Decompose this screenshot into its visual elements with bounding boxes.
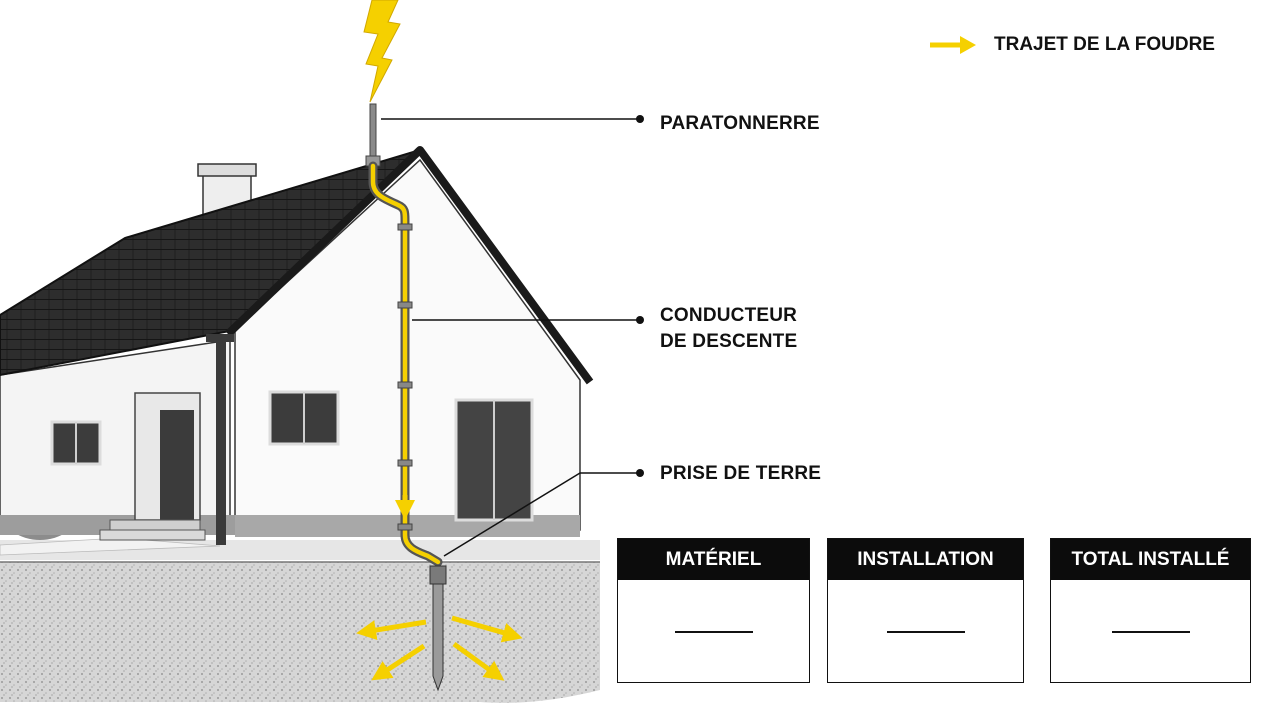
down-conductor bbox=[368, 161, 443, 567]
earth-rod bbox=[429, 565, 447, 692]
leader-lines bbox=[381, 115, 644, 557]
cost-box-title: MATÉRIEL bbox=[618, 539, 809, 580]
lightning-bolt-icon bbox=[363, 0, 401, 103]
blank-line bbox=[886, 631, 965, 633]
house bbox=[0, 146, 594, 545]
callout-down-conductor-line2: DE DESCENTE bbox=[660, 331, 798, 352]
cost-box-total: TOTAL INSTALLÉ bbox=[1050, 538, 1251, 683]
blank-line bbox=[674, 631, 753, 633]
legend: TRAJET DE LA FOUDRE bbox=[928, 33, 1215, 57]
legend-label: TRAJET DE LA FOUDRE bbox=[994, 34, 1215, 55]
lightning-rod bbox=[365, 103, 381, 167]
cost-box-material: MATÉRIEL bbox=[617, 538, 810, 683]
yellow-arrow-icon bbox=[930, 36, 976, 54]
cost-box-title: TOTAL INSTALLÉ bbox=[1051, 539, 1250, 580]
cost-box-title: INSTALLATION bbox=[828, 539, 1023, 580]
cost-box-installation: INSTALLATION bbox=[827, 538, 1024, 683]
callout-down-conductor-line1: CONDUCTEUR bbox=[660, 305, 798, 326]
callout-earth-electrode: PRISE DE TERRE bbox=[660, 463, 822, 484]
ground bbox=[0, 537, 600, 703]
dissipation-arrows bbox=[356, 615, 523, 681]
blank-line bbox=[1111, 631, 1190, 633]
callout-lightning-rod: PARATONNERRE bbox=[660, 113, 820, 134]
